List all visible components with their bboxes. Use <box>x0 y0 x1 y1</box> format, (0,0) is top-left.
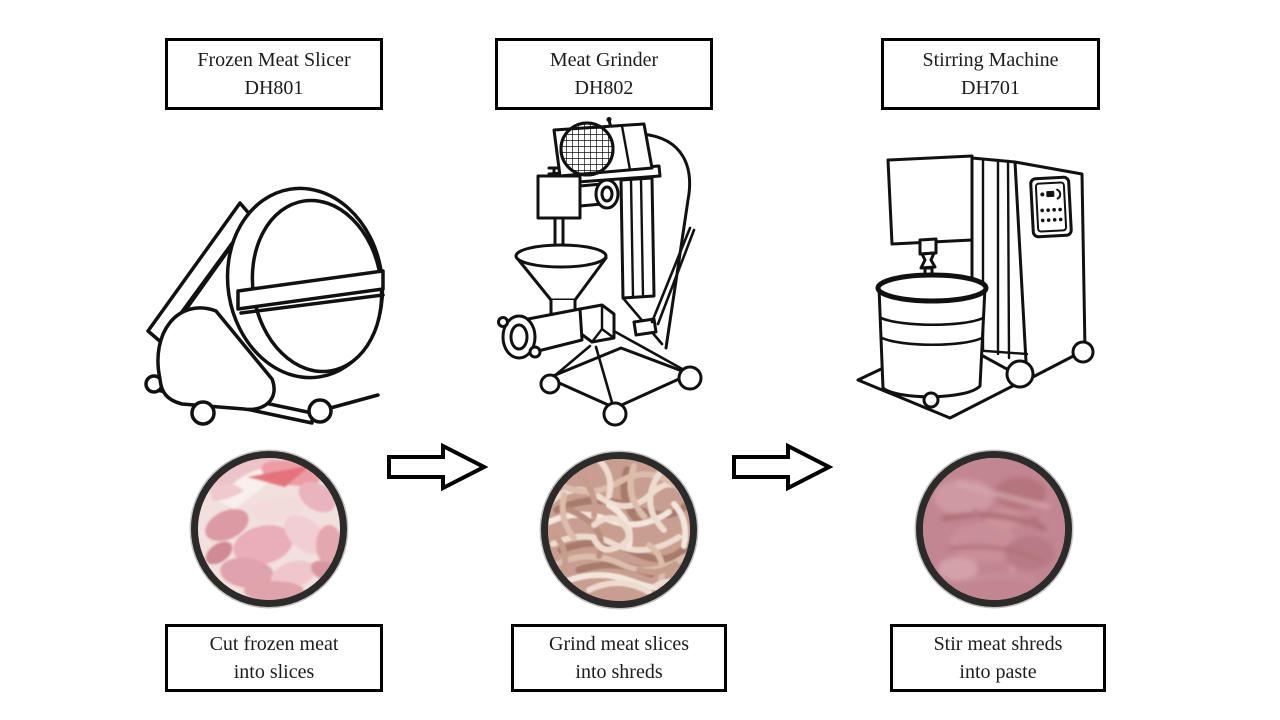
machine-label-box-stirrer: Stirring Machine DH701 <box>881 38 1100 110</box>
machine-label-box-grinder: Meat Grinder DH802 <box>495 38 713 110</box>
flow-arrow-icon <box>732 442 833 492</box>
caption-line: into paste <box>959 661 1037 683</box>
machine-model: DH801 <box>244 77 304 99</box>
meat-paste-photo <box>914 449 1074 609</box>
flow-arrow-icon <box>387 442 488 492</box>
meat-grinder-illustration <box>497 117 703 427</box>
caption-line: into slices <box>233 661 315 683</box>
stirring-machine-illustration <box>856 154 1095 420</box>
caption-box-slicer: Cut frozen meat into slices <box>165 624 383 692</box>
machine-name: Meat Grinder <box>549 49 659 71</box>
control-panel <box>1029 175 1073 239</box>
machine-name: Stirring Machine <box>922 49 1059 71</box>
machine-name: Frozen Meat Slicer <box>197 49 351 71</box>
caption-line: Stir meat shreds <box>933 633 1063 655</box>
meat-shreds-photo <box>539 450 699 610</box>
machine-model: DH802 <box>574 77 634 99</box>
frozen-meat-slices-photo <box>189 449 349 609</box>
machine-model: DH701 <box>961 77 1020 99</box>
machine-label-box-slicer: Frozen Meat Slicer DH801 <box>165 38 383 110</box>
caption-line: Cut frozen meat <box>209 633 339 655</box>
frozen-meat-slicer-illustration <box>144 186 385 426</box>
caption-line: into shreds <box>575 661 663 683</box>
caption-box-grinder: Grind meat slices into shreds <box>511 624 727 692</box>
caption-box-stirrer: Stir meat shreds into paste <box>890 624 1106 692</box>
caption-line: Grind meat slices <box>549 633 689 655</box>
